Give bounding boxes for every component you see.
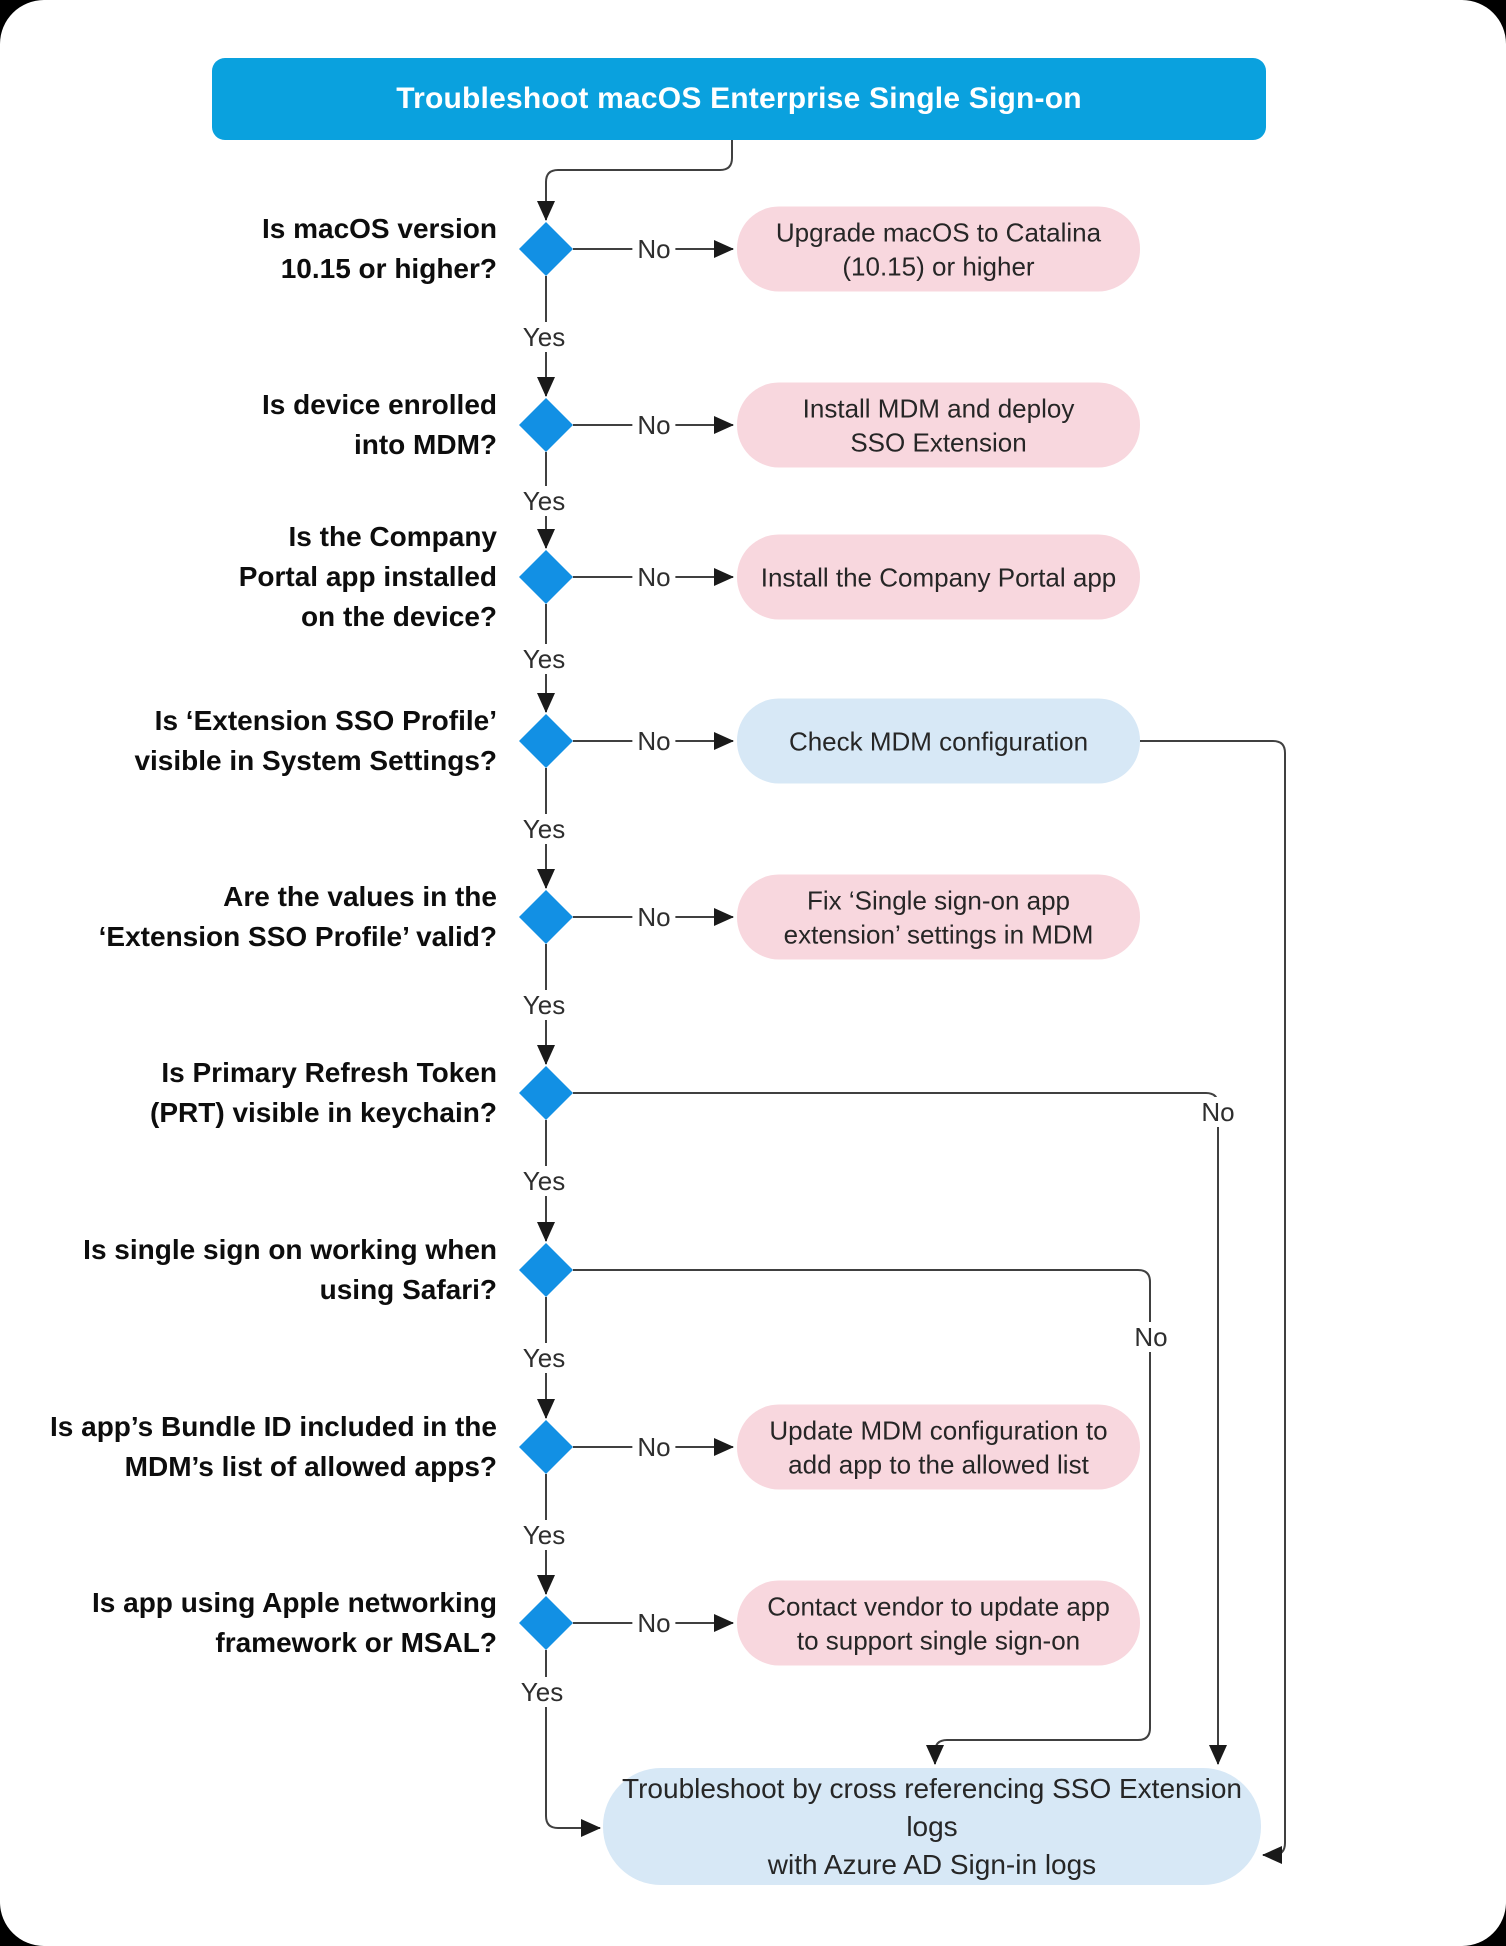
edge-yes-final [545, 1650, 601, 1837]
question-mdm-enrolled: Is device enrolled into MDM? [262, 389, 497, 460]
label-yes-7: Yes [517, 1343, 571, 1373]
decision-diamond-6 [519, 1066, 573, 1120]
decision-diamond-2 [519, 398, 573, 452]
edge-checkmdm-final [1140, 740, 1286, 1864]
action-install-mdm: Install MDM and deploy SSO Extension [737, 382, 1140, 468]
label-yes-9: Yes [515, 1677, 569, 1707]
decision-diamond-8 [519, 1420, 573, 1474]
question-bundle-id: Is app’s Bundle ID included in the MDM’s… [49, 1411, 497, 1482]
label-no-safari: No [1129, 1322, 1173, 1352]
edge-start [537, 140, 733, 221]
question-safari-sso: Is single sign on working when using Saf… [83, 1234, 497, 1305]
label-yes-1: Yes [517, 322, 571, 352]
question-sso-profile-valid: Are the values in the ‘Extension SSO Pro… [98, 881, 497, 952]
question-company-portal: Is the Company Portal app installed on t… [238, 521, 497, 632]
label-no-5: No [632, 902, 676, 932]
question-apple-framework: Is app using Apple networking framework … [92, 1587, 497, 1658]
action-install-portal: Install the Company Portal app [737, 534, 1140, 620]
final-troubleshoot-node: Troubleshoot by cross referencing SSO Ex… [603, 1768, 1261, 1885]
label-no-1: No [632, 234, 676, 264]
decision-diamond-7 [519, 1243, 573, 1297]
action-check-mdm-config: Check MDM configuration [737, 698, 1140, 784]
label-yes-3: Yes [517, 644, 571, 674]
edge-no-safari [573, 1269, 1151, 1765]
question-prt-keychain: Is Primary Refresh Token (PRT) visible i… [150, 1057, 497, 1128]
decision-diamond-4 [519, 714, 573, 768]
label-yes-5: Yes [517, 990, 571, 1020]
label-no-2: No [632, 410, 676, 440]
label-yes-8: Yes [517, 1520, 571, 1550]
label-yes-2: Yes [517, 486, 571, 516]
action-update-allowed-list: Update MDM configuration to add app to t… [737, 1404, 1140, 1490]
label-yes-6: Yes [517, 1166, 571, 1196]
label-no-prt: No [1196, 1097, 1240, 1127]
question-macos-version: Is macOS version 10.15 or higher? [261, 213, 497, 284]
question-sso-profile-visible: Is ‘Extension SSO Profile’ visible in Sy… [134, 705, 497, 776]
action-upgrade-macos: Upgrade macOS to Catalina (10.15) or hig… [737, 206, 1140, 292]
label-no-4: No [632, 726, 676, 756]
decision-diamond-1 [519, 222, 573, 276]
flowchart-title: Troubleshoot macOS Enterprise Single Sig… [212, 58, 1266, 140]
action-fix-sso-settings: Fix ‘Single sign-on app extension’ setti… [737, 874, 1140, 960]
decision-diamond-5 [519, 890, 573, 944]
decision-diamond-9 [519, 1596, 573, 1650]
action-contact-vendor: Contact vendor to update app to support … [737, 1580, 1140, 1666]
label-yes-4: Yes [517, 814, 571, 844]
label-no-3: No [632, 562, 676, 592]
label-no-8: No [632, 1432, 676, 1462]
decision-diamond-3 [519, 550, 573, 604]
label-no-9: No [632, 1608, 676, 1638]
